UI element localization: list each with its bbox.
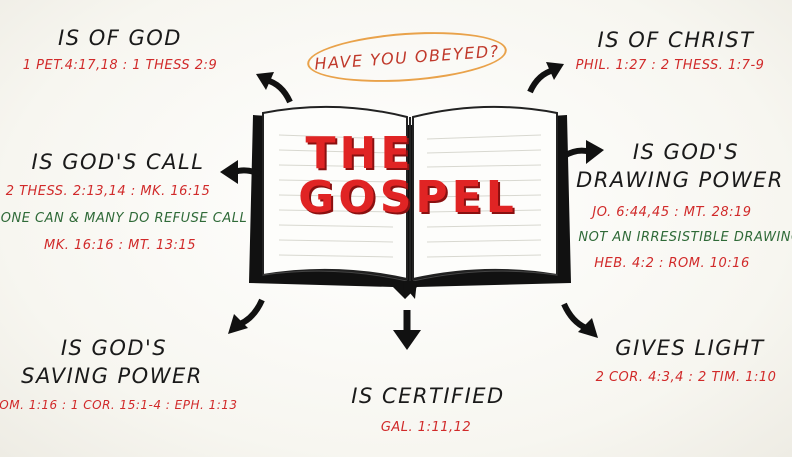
arrow-down-icon [393, 310, 421, 350]
node-gods-call-ref2: MK. 16:16 : MT. 13:15 [44, 238, 196, 253]
node-gods-call-ref1: 2 THESS. 2:13,14 : MK. 16:15 [5, 184, 211, 199]
node-saving-power-ref: ROM. 1:16 : 1 COR. 15:1-4 : EPH. 1:13 [0, 398, 238, 412]
node-gives-light-heading: GIVES LIGHT [615, 336, 765, 360]
node-certified-ref: GAL. 1:11,12 [380, 420, 472, 435]
node-of-christ-ref: PHIL. 1:27 : 2 THESS. 1:7-9 [575, 58, 765, 73]
banner-oval: HAVE YOU OBEYED? [305, 26, 509, 88]
node-gods-call-heading: IS GOD'S CALL [31, 150, 205, 174]
arrow-down-left-icon [228, 298, 265, 334]
arrow-right-icon [562, 140, 604, 164]
arrow-up-right-icon [527, 62, 564, 94]
node-of-god-heading: IS OF GOD [58, 26, 182, 50]
node-of-christ-heading: IS OF CHRIST [597, 28, 755, 52]
arrow-down-right-icon [561, 302, 598, 338]
center-title-line2: GOSPEL [298, 172, 518, 223]
node-drawing-power-heading2: DRAWING POWER [576, 168, 784, 192]
banner-text: HAVE YOU OBEYED? [313, 41, 501, 73]
node-gods-call-note: ONE CAN & MANY DO REFUSE CALL [0, 211, 248, 226]
arrow-up-left-icon [256, 72, 293, 104]
node-drawing-power-ref1: JO. 6:44,45 : MT. 28:19 [592, 205, 752, 220]
node-certified-heading: IS CERTIFIED [351, 384, 505, 408]
arrow-left-icon [220, 160, 262, 184]
node-saving-power-heading1: IS GOD'S [60, 336, 168, 360]
node-drawing-power-heading1: IS GOD'S [632, 140, 740, 164]
node-saving-power-heading2: SAVING POWER [21, 364, 203, 388]
center-title-line1: THE [305, 128, 415, 179]
node-drawing-power-ref2: HEB. 4:2 : ROM. 10:16 [594, 256, 750, 271]
open-bible-illustration [249, 105, 571, 299]
node-drawing-power-note: NOT AN IRRESISTIBLE DRAWING [578, 230, 792, 245]
node-of-god-ref: 1 PET.4:17,18 : 1 THESS 2:9 [22, 58, 218, 73]
node-gives-light-ref: 2 COR. 4:3,4 : 2 TIM. 1:10 [595, 370, 777, 385]
